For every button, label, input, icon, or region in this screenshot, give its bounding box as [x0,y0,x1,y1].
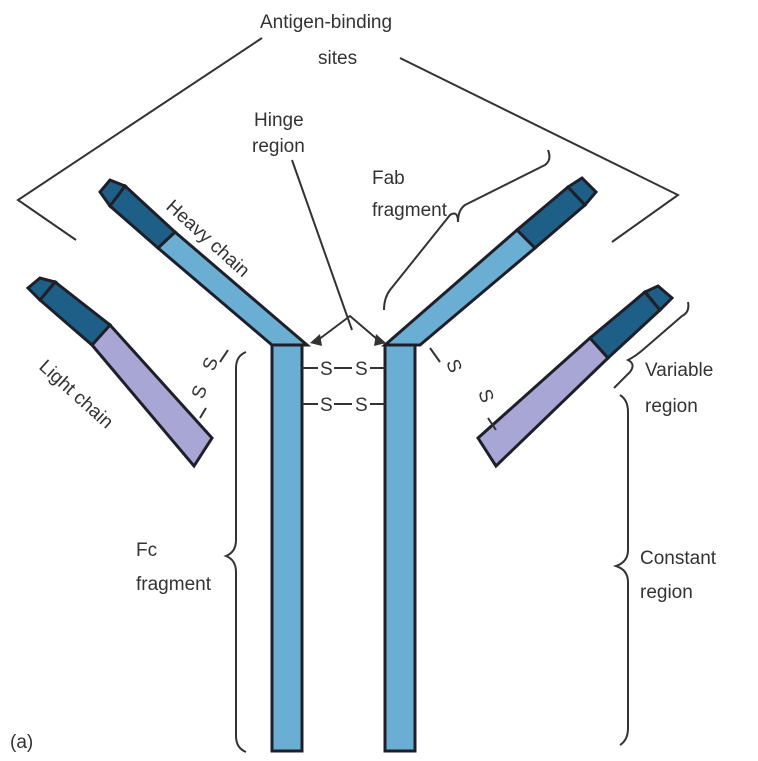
constant-region-label-line2: region [640,582,693,603]
disulfide-s-3: S [320,395,333,416]
fc-brace [226,352,246,752]
variable-region-label-line2: region [645,396,698,417]
panel-label: (a) [10,732,33,753]
fab-label-line1: Fab [372,168,405,189]
disulfide-s-4: S [355,395,368,416]
disulfide-s-1: S [320,359,333,380]
right-light-heavy-disulfide: S S [430,348,497,430]
hinge-label-line1: Hinge [254,110,304,131]
antigen-binding-label-line2: sites [318,48,357,69]
disulfide-s-8: S [473,387,497,406]
constant-region-label-line1: Constant [640,548,717,569]
right-light-chain [478,286,672,466]
left-light-heavy-disulfide: S S [188,350,228,418]
disulfide-s-6: S [199,355,223,374]
fc-fragment-label-line2: fragment [136,574,212,595]
disulfide-s-2: S [355,359,368,380]
fc-fragment-label-line1: Fc [136,540,157,561]
right-heavy-chain [385,178,596,751]
disulfide-s-7: S [441,357,465,376]
interchain-disulfide-bonds: S S S S [302,359,385,416]
left-heavy-chain [100,180,307,751]
antigen-binding-label-line1: Antigen-binding [260,12,392,33]
fab-label-line2: fragment [372,200,448,221]
constant-brace [616,395,628,745]
variable-region-label-line1: Variable [645,360,713,381]
disulfide-s-5: S [188,383,212,402]
hinge-label-line2: region [252,136,305,157]
light-chain-label: Light chain [35,356,117,433]
